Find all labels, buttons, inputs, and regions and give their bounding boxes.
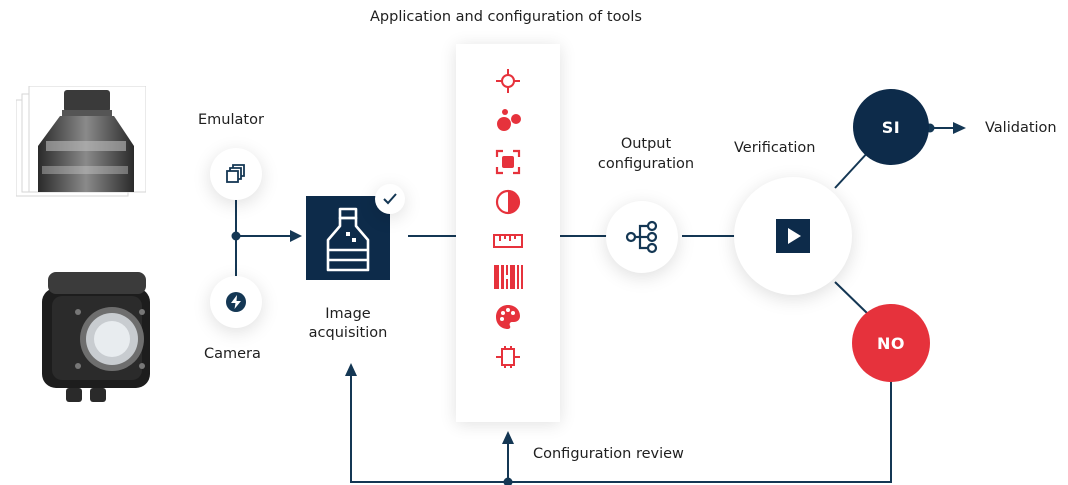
emulator-label: Emulator bbox=[198, 112, 264, 128]
blobs-icon bbox=[497, 109, 521, 131]
contrast-icon bbox=[495, 189, 521, 215]
lightning-icon bbox=[226, 292, 246, 312]
contrast-tool[interactable] bbox=[456, 187, 560, 217]
bottle-icon bbox=[326, 207, 370, 272]
image-acquisition-box[interactable] bbox=[306, 196, 390, 280]
no-badge: NO bbox=[852, 304, 930, 382]
bottle-photo-stack bbox=[15, 85, 147, 198]
play-icon bbox=[776, 219, 810, 253]
output-configuration-node[interactable] bbox=[606, 201, 678, 273]
component-icon bbox=[496, 346, 520, 368]
camera-device-image bbox=[38, 262, 154, 410]
check-icon bbox=[383, 193, 397, 205]
check-badge bbox=[375, 184, 405, 214]
camera-label: Camera bbox=[204, 346, 261, 362]
verification-label: Verification bbox=[734, 140, 816, 156]
barcode-icon bbox=[494, 265, 523, 289]
color-tool[interactable] bbox=[456, 302, 560, 332]
focus-tool[interactable] bbox=[456, 147, 560, 177]
copy-icon bbox=[226, 164, 245, 183]
crosshair-tool[interactable] bbox=[456, 66, 560, 96]
verification-node[interactable] bbox=[734, 177, 852, 295]
camera-node[interactable] bbox=[210, 276, 262, 328]
image-acquisition-label: Image acquisition bbox=[308, 306, 388, 341]
focus-square-icon bbox=[495, 149, 521, 175]
component-tool[interactable] bbox=[456, 342, 560, 372]
tools-title: Application and configuration of tools bbox=[370, 9, 642, 25]
barcode-tool[interactable] bbox=[456, 262, 560, 292]
yes-badge: SI bbox=[853, 89, 929, 165]
ruler-tool[interactable] bbox=[456, 226, 560, 256]
crosshair-icon bbox=[496, 69, 520, 93]
tools-panel bbox=[456, 44, 560, 422]
emulator-node[interactable] bbox=[210, 148, 262, 200]
validation-label: Validation bbox=[985, 120, 1057, 136]
blob-tool[interactable] bbox=[456, 106, 560, 136]
configuration-review-label: Configuration review bbox=[533, 446, 684, 462]
output-configuration-label: Output configuration bbox=[597, 136, 695, 172]
palette-icon bbox=[496, 305, 520, 329]
ruler-icon bbox=[493, 234, 523, 248]
network-icon bbox=[625, 220, 658, 254]
